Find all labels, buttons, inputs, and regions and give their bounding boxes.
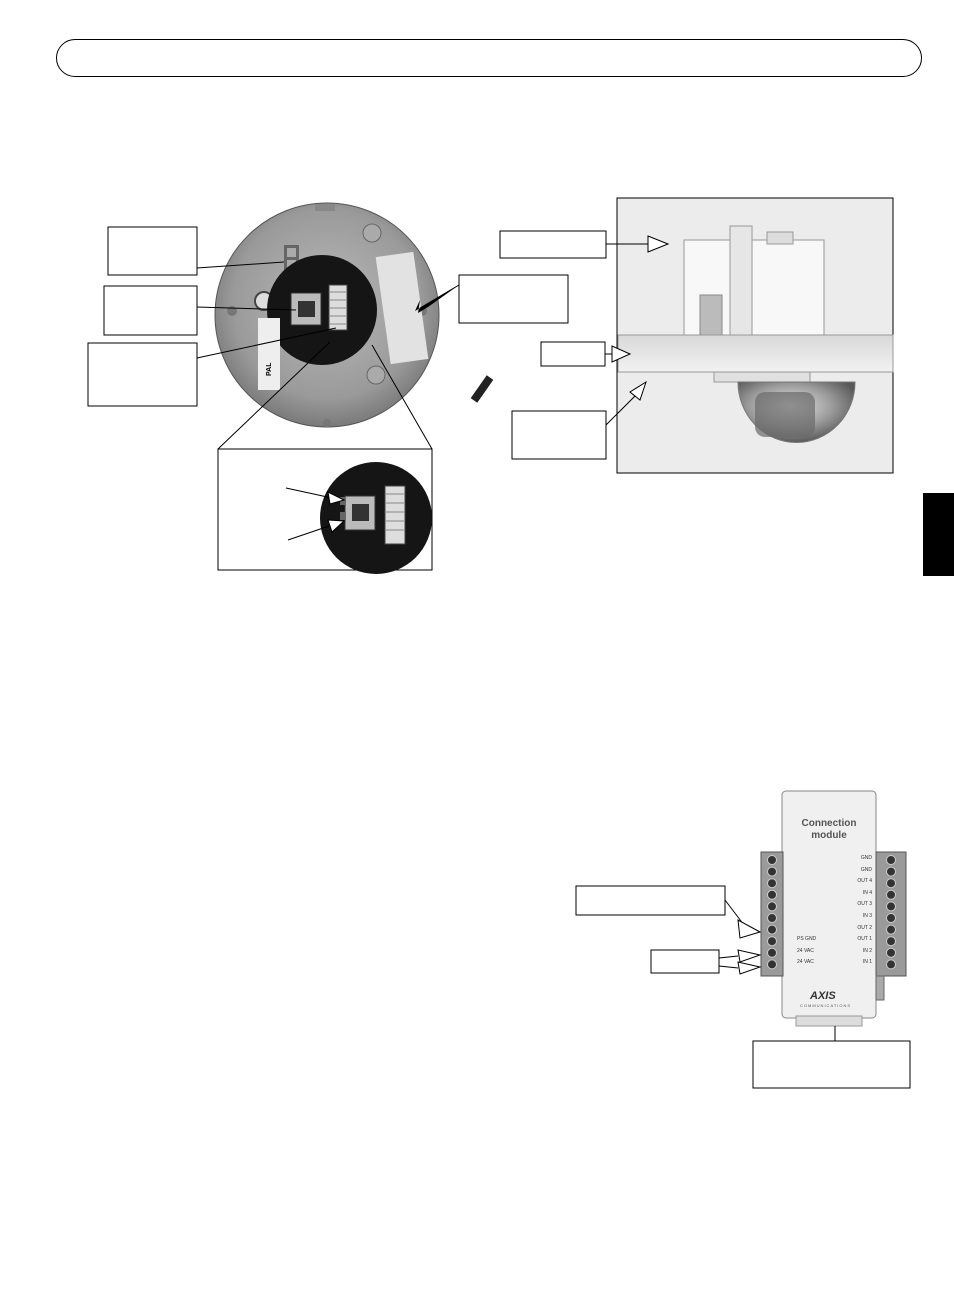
right-terminal-label: IN 1 xyxy=(862,959,872,966)
module-title-line2: module xyxy=(811,830,847,841)
header-bar xyxy=(56,39,922,77)
terminal-screw xyxy=(767,913,777,923)
terminal-screw xyxy=(886,947,896,958)
right-terminal-label: OUT 2 xyxy=(857,924,872,931)
terminal-screw xyxy=(767,924,777,935)
camera-back-plate xyxy=(214,202,494,428)
terminal-screw xyxy=(767,947,777,958)
terminal-screw xyxy=(886,889,896,900)
zoom-inset xyxy=(320,462,432,574)
terminal-screw xyxy=(767,855,777,865)
module-title: Connection module xyxy=(782,818,876,842)
terminal-screw xyxy=(767,936,777,947)
plate-label-pal: PAL xyxy=(266,363,273,376)
pal-text: PAL xyxy=(266,362,273,376)
module-title-line1: Connection xyxy=(801,818,857,829)
terminal-screw xyxy=(886,866,896,877)
terminal-screw xyxy=(886,959,896,970)
right-terminal-label: OUT 4 xyxy=(857,878,872,885)
terminal-screw xyxy=(886,913,896,923)
figure-ceiling-mount xyxy=(616,197,894,474)
left-terminal-label: PS GND xyxy=(797,936,817,943)
section-tab xyxy=(923,493,954,576)
right-terminal-screws xyxy=(886,855,896,970)
right-terminal-label: IN 2 xyxy=(862,947,872,954)
right-terminal-label: GND xyxy=(860,866,872,873)
terminal-screw xyxy=(886,924,896,935)
right-terminal-label: GND xyxy=(860,855,872,861)
terminal-screw xyxy=(886,901,896,912)
terminal-screw xyxy=(886,936,896,947)
terminal-screw xyxy=(767,901,777,912)
terminal-screw xyxy=(767,878,777,889)
right-terminal-label: IN 3 xyxy=(862,913,872,919)
terminal-screw xyxy=(767,866,777,877)
module-brand-sub: COMMUNICATIONS xyxy=(800,1003,852,1008)
right-terminal-label: OUT 3 xyxy=(857,901,872,908)
left-terminal-label: 24 VAC xyxy=(797,959,814,966)
module-brand: AXIS xyxy=(810,990,836,1002)
left-terminal-label: 24 VAC xyxy=(797,947,814,954)
right-terminal-label: IN 4 xyxy=(862,889,872,896)
right-terminal-label: OUT 1 xyxy=(857,936,872,943)
terminal-screw xyxy=(886,878,896,889)
left-terminal-screws xyxy=(767,855,777,970)
terminal-screw xyxy=(767,889,777,900)
terminal-screw xyxy=(767,959,777,970)
terminal-screw xyxy=(886,855,896,865)
